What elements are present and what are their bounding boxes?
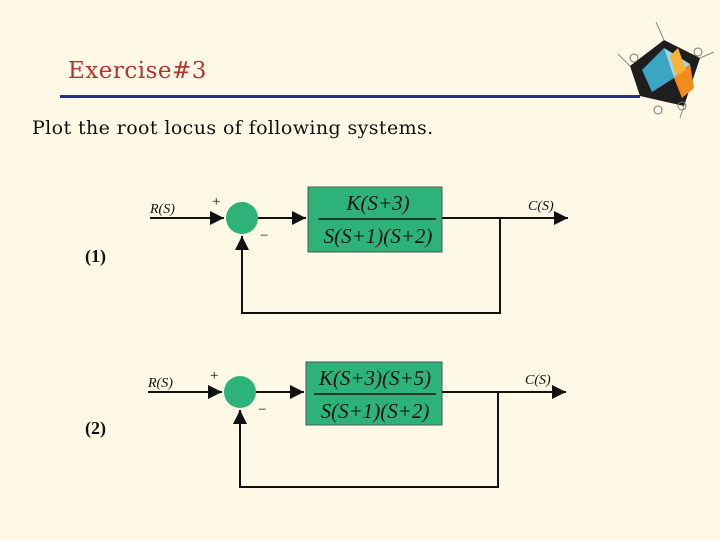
- plus-sign: +: [210, 368, 218, 384]
- input-signal-label: R(S): [147, 376, 173, 391]
- slide-title: Exercise#3: [68, 58, 207, 84]
- slide-subtitle: Plot the root locus of following systems…: [32, 117, 434, 139]
- summing-junction: [224, 376, 256, 408]
- system-1-label: (1): [85, 246, 106, 266]
- tf-numerator: K(S+3)(S+5): [318, 366, 431, 390]
- feedback-path: [233, 392, 499, 488]
- tf-numerator: K(S+3): [345, 191, 409, 215]
- tf-denominator: S(S+1)(S+2): [324, 224, 433, 248]
- system-1-diagram: K(S+3) S(S+1)(S+2) R(S) C(S) + −: [149, 186, 568, 314]
- output-signal-label: C(S): [528, 199, 554, 214]
- feedback-path: [235, 218, 501, 314]
- output-signal-label: C(S): [525, 373, 551, 388]
- plus-sign: +: [212, 194, 220, 210]
- summing-junction: [226, 202, 258, 234]
- title-underline: [60, 95, 640, 98]
- input-signal-label: R(S): [149, 202, 175, 217]
- minus-sign: −: [258, 402, 266, 418]
- tf-denominator: S(S+1)(S+2): [321, 399, 430, 423]
- matlab-logo-icon: [617, 21, 715, 119]
- minus-sign: −: [260, 228, 268, 244]
- system-2-diagram: K(S+3)(S+5) S(S+1)(S+2) R(S) C(S) + −: [147, 361, 566, 488]
- system-2-label: (2): [85, 418, 106, 438]
